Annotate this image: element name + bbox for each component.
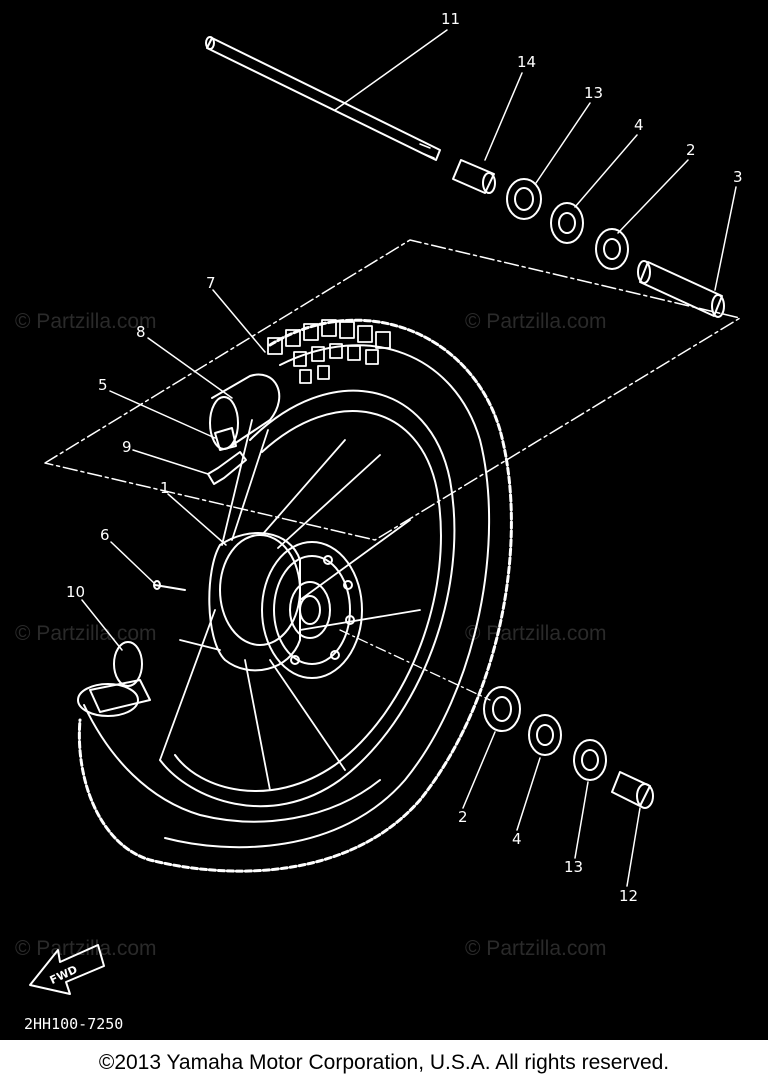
part-spoke-nipple: [153, 580, 186, 591]
part-tire: [77, 318, 513, 873]
callout-14: 14: [517, 53, 536, 71]
part-oil-seal-top: [506, 178, 542, 220]
watermarks: © Partzilla.com © Partzilla.com © Partzi…: [15, 310, 607, 960]
fwd-label: FWD: [48, 963, 80, 987]
part-spokes: [159, 419, 421, 791]
part-spacer-top: [550, 202, 584, 244]
watermark-5: © Partzilla.com: [15, 937, 157, 960]
exploded-parts-diagram: © Partzilla.com © Partzilla.com © Partzi…: [15, 10, 743, 1033]
part-spacer-bottom: [528, 714, 562, 756]
callout-4-top: 4: [634, 116, 644, 134]
part-collar-12: [611, 771, 654, 809]
part-rim-lock: [77, 641, 151, 717]
tire-tread-top: [267, 319, 391, 384]
part-bearing-bottom: [483, 686, 521, 732]
callout-2-bottom: 2: [458, 808, 468, 826]
part-rim: [159, 389, 456, 808]
part-axle: [205, 36, 441, 161]
fwd-arrow-icon: [29, 944, 105, 995]
callout-2-top: 2: [686, 141, 696, 159]
callout-8: 8: [136, 323, 146, 341]
callout-13-bottom: 13: [564, 858, 583, 876]
part-valve: [207, 451, 247, 485]
part-brake-disc: [261, 541, 363, 679]
part-rim-band: [214, 427, 237, 451]
callout-5: 5: [98, 376, 108, 394]
diagram-code: 2HH100-7250: [24, 1015, 123, 1033]
callout-6: 6: [100, 526, 110, 544]
callout-4-bottom: 4: [512, 830, 522, 848]
copyright-footer: ©2013 Yamaha Motor Corporation, U.S.A. A…: [0, 1040, 768, 1085]
callout-1: 1: [160, 479, 170, 497]
assembly-bracket: [44, 239, 741, 541]
leader-lines: [81, 29, 737, 887]
part-hub: [208, 532, 301, 672]
callout-9: 9: [122, 438, 132, 456]
copyright-text: ©2013 Yamaha Motor Corporation, U.S.A. A…: [98, 1050, 670, 1074]
watermark-3: © Partzilla.com: [15, 622, 157, 645]
callout-13-top: 13: [584, 84, 603, 102]
callout-11: 11: [441, 10, 460, 28]
part-bearing-top: [595, 228, 629, 270]
callout-labels: 11 14 13 4 2 3 7 8 5 9 1 6 10 2 4 13 12: [66, 10, 743, 905]
watermark-2: © Partzilla.com: [465, 310, 607, 333]
watermark-4: © Partzilla.com: [465, 622, 607, 645]
watermark-6: © Partzilla.com: [465, 937, 607, 960]
part-tube: [209, 373, 281, 450]
watermark-1: © Partzilla.com: [15, 310, 157, 333]
callout-7: 7: [206, 274, 216, 292]
callout-12: 12: [619, 887, 638, 905]
part-collar-14: [452, 159, 496, 194]
callout-3: 3: [733, 168, 743, 186]
part-spacer-3: [637, 260, 725, 318]
axis-line-lower: [339, 629, 491, 701]
part-oil-seal-bottom: [573, 739, 607, 781]
callout-10: 10: [66, 583, 85, 601]
